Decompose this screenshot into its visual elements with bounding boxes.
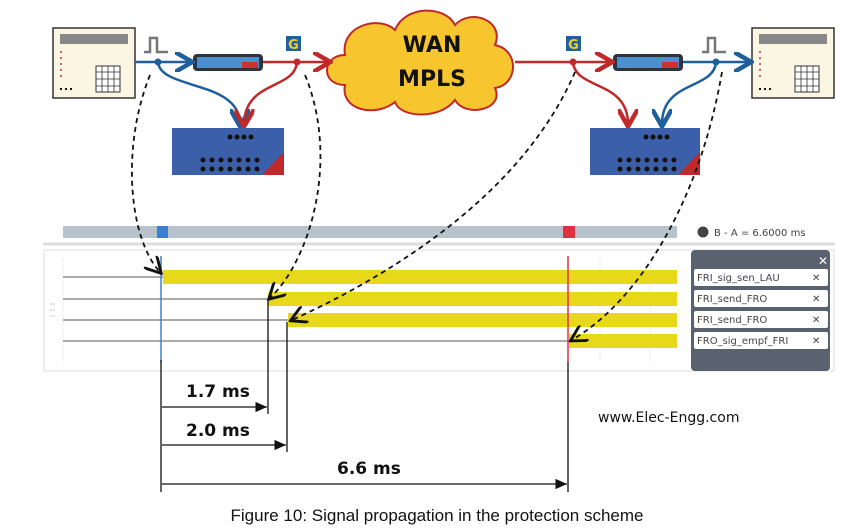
signal-bar xyxy=(163,270,677,284)
signal-legend: ✕ FRI_sig_sen_LAU ✕ FRI_send_FRO ✕ FRI_s… xyxy=(691,250,830,371)
left-protection-relay xyxy=(52,27,136,99)
svg-text:MPLS: MPLS xyxy=(398,67,466,92)
remove-icon[interactable]: ✕ xyxy=(812,273,820,284)
svg-text:G: G xyxy=(288,38,299,53)
pulse-icon xyxy=(144,36,168,54)
delay-label-3: 6.6 ms xyxy=(337,459,401,479)
svg-text:FRO_sig_empf_FRI: FRO_sig_empf_FRI xyxy=(697,336,788,347)
cursor-b-handle[interactable] xyxy=(563,226,575,238)
pulse-icon xyxy=(702,36,726,54)
legend-item[interactable]: FRI_send_FRO ✕ xyxy=(694,311,828,328)
figure-caption: Figure 10: Signal propagation in the pro… xyxy=(231,506,644,525)
left-test-set xyxy=(172,128,284,175)
remove-icon[interactable]: ✕ xyxy=(812,294,820,305)
svg-text:G: G xyxy=(568,38,579,53)
timeline-scrollbar[interactable] xyxy=(63,226,677,238)
measure-icon xyxy=(697,226,709,238)
watermark: www.Elec-Engg.com xyxy=(598,410,739,426)
legend-close-icon[interactable]: ✕ xyxy=(818,254,828,268)
right-test-set xyxy=(590,128,700,175)
svg-text:WAN: WAN xyxy=(403,33,462,58)
dimension-lines xyxy=(160,300,569,492)
delay-label-2: 2.0 ms xyxy=(186,421,250,441)
signal-paths xyxy=(135,59,749,125)
remove-icon[interactable]: ✕ xyxy=(812,315,820,326)
signal-bar xyxy=(268,292,677,306)
legend-item[interactable]: FRI_send_FRO ✕ xyxy=(694,290,828,307)
signal-bar xyxy=(569,334,677,348)
cursor-a-handle[interactable] xyxy=(157,226,168,238)
legend-item[interactable]: FRO_sig_empf_FRI ✕ xyxy=(694,332,828,349)
right-protection-relay xyxy=(751,27,835,99)
right-bay-unit xyxy=(613,54,683,71)
wan-mpls-cloud: WAN MPLS xyxy=(326,9,514,116)
signal-bar xyxy=(288,313,677,327)
goose-icon: G xyxy=(286,36,301,53)
svg-text:FRI_send_FRO: FRI_send_FRO xyxy=(697,315,767,326)
svg-text:FRI_sig_sen_LAU: FRI_sig_sen_LAU xyxy=(697,273,780,284)
left-bay-unit xyxy=(193,54,263,71)
remove-icon[interactable]: ✕ xyxy=(812,336,820,347)
delta-readout: B - A = 6.6000 ms xyxy=(714,228,806,239)
goose-icon: G xyxy=(566,36,581,53)
delay-label-1: 1.7 ms xyxy=(186,382,250,402)
mapping-arrows xyxy=(131,71,723,340)
legend-item[interactable]: FRI_sig_sen_LAU ✕ xyxy=(694,269,828,286)
svg-text:FRI_send_FRO: FRI_send_FRO xyxy=(697,294,767,305)
